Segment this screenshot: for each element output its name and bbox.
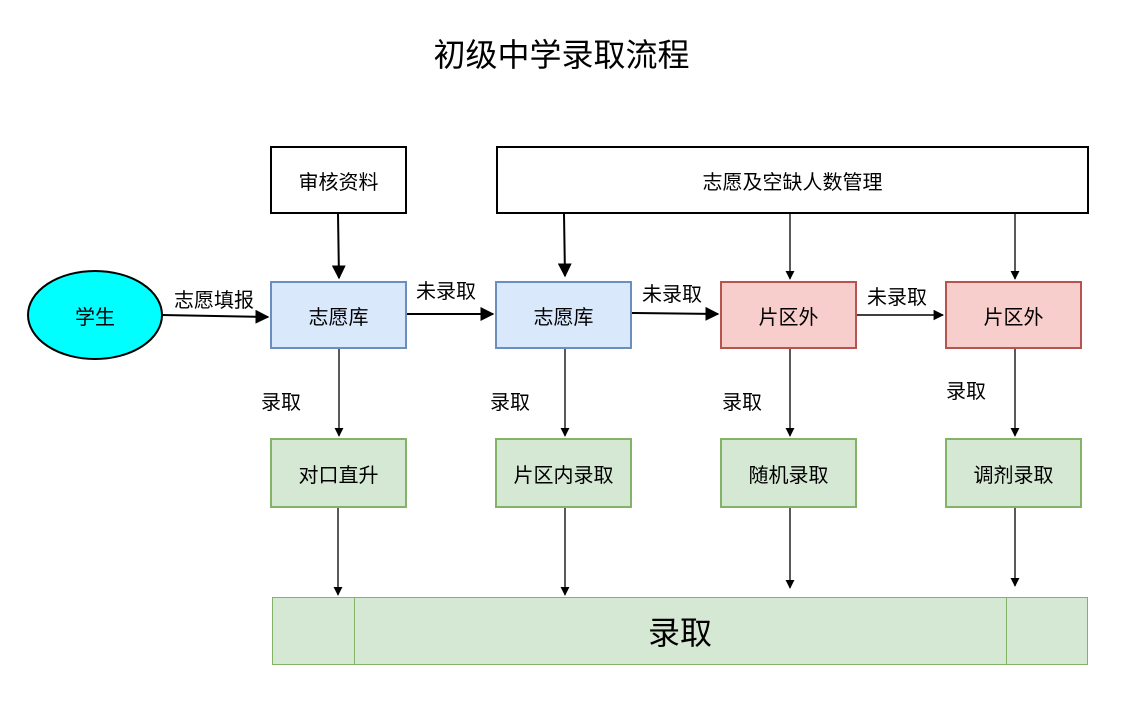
- edge-label-admit-4: 录取: [946, 379, 986, 403]
- outside-zone-label-1: 片区外: [758, 304, 819, 329]
- final-admission-node: 录取: [272, 597, 1088, 665]
- review-materials-node: 审核资料: [270, 146, 407, 214]
- edge-label-not-admitted-2: 未录取: [642, 282, 702, 306]
- student-node-label: 学生: [75, 304, 115, 329]
- wish-pool-node-2: 志愿库: [495, 281, 632, 349]
- outside-zone-node-2: 片区外: [945, 281, 1082, 349]
- wish-pool-label-1: 志愿库: [308, 304, 369, 329]
- student-node: 学生: [28, 271, 162, 359]
- edge-label-not-admitted-1: 未录取: [416, 279, 476, 303]
- direct-promotion-label: 对口直升: [298, 462, 379, 487]
- edge-student-to-pool1: [161, 309, 270, 324]
- edge-label-fill-wish: 志愿填报: [174, 288, 254, 312]
- edge-label-admit-2: 录取: [490, 390, 530, 414]
- outside-zone-node-1: 片区外: [720, 281, 857, 349]
- random-admission-node: 随机录取: [720, 438, 857, 508]
- review-materials-label: 审核资料: [298, 169, 379, 194]
- wish-pool-node-1: 志愿库: [270, 281, 407, 349]
- wish-pool-label-2: 志愿库: [533, 304, 594, 329]
- adjustment-admission-node: 调剂录取: [945, 438, 1082, 508]
- adjustment-admission-label: 调剂录取: [973, 462, 1054, 487]
- final-admission-label: 录取: [647, 614, 712, 652]
- outside-zone-label-2: 片区外: [983, 304, 1044, 329]
- edge-label-admit-3: 录取: [722, 390, 762, 414]
- management-label: 志愿及空缺人数管理: [702, 169, 883, 194]
- final-divider-right: [1006, 598, 1007, 664]
- edge-review-to-pool1: [331, 213, 346, 280]
- edge-mgmt-to-pool2: [557, 213, 572, 278]
- direct-promotion-node: 对口直升: [270, 438, 407, 508]
- edge-pool2-to-outside1: [631, 306, 720, 321]
- in-zone-admission-label: 片区内录取: [513, 462, 614, 487]
- final-divider-left: [354, 598, 355, 664]
- edge-label-admit-1: 录取: [261, 390, 301, 414]
- management-node: 志愿及空缺人数管理: [496, 146, 1089, 214]
- edge-label-not-admitted-3: 未录取: [867, 285, 927, 309]
- in-zone-admission-node: 片区内录取: [495, 438, 632, 508]
- random-admission-label: 随机录取: [748, 462, 829, 487]
- diagram-title: 初级中学录取流程: [433, 36, 690, 74]
